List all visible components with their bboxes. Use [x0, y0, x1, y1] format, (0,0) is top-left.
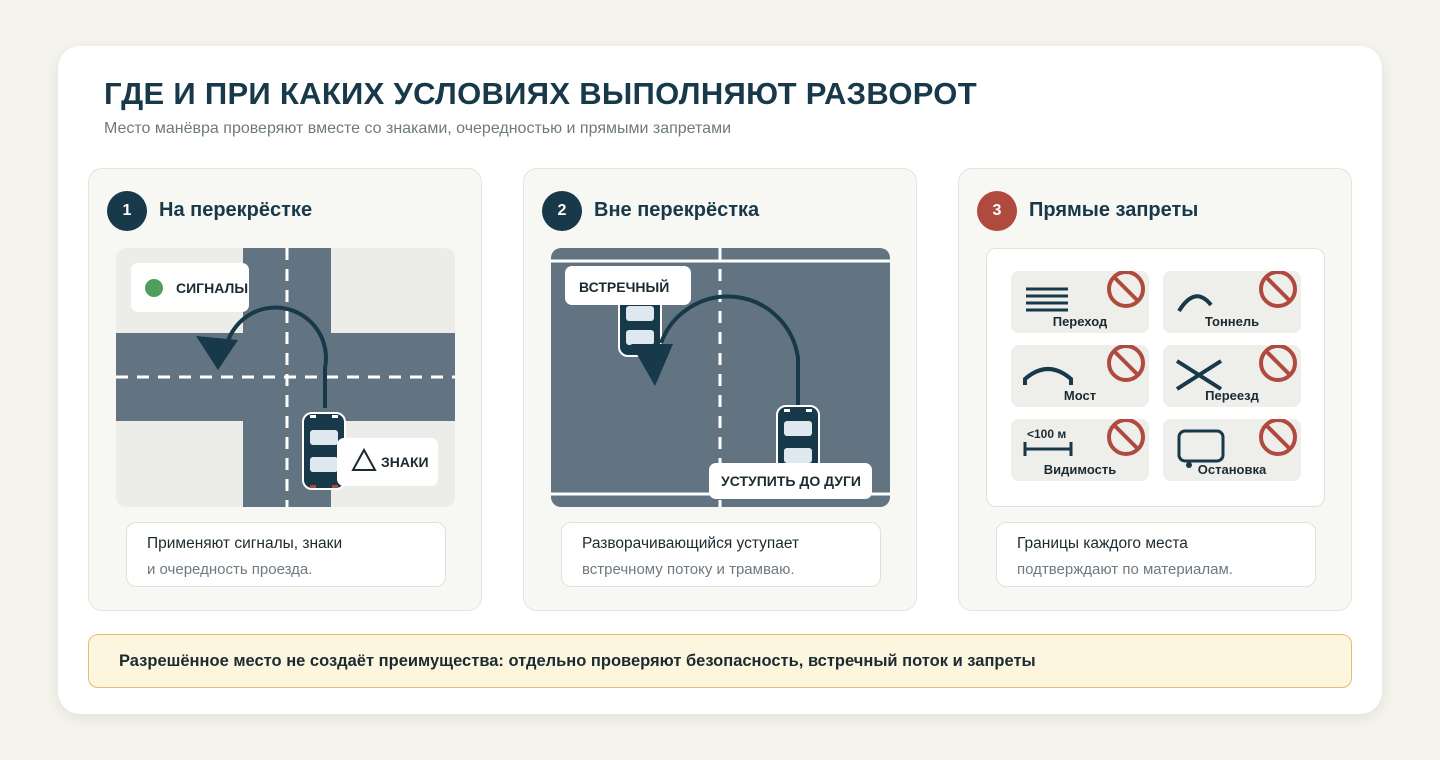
svg-text:УСТУПИТЬ ДО ДУГИ: УСТУПИТЬ ДО ДУГИ	[721, 473, 861, 489]
bus-stop-icon	[1177, 429, 1225, 468]
svg-text:<100 м: <100 м	[1027, 427, 1066, 441]
prohibition-icon	[1107, 419, 1145, 456]
note-prohibitions: Границы каждого места подтверждают по ма…	[996, 522, 1316, 587]
railway-crossing-icon	[1175, 359, 1223, 391]
ban-item-visibility: <100 м Видимость	[1011, 419, 1149, 481]
svg-text:СИГНАЛЫ: СИГНАЛЫ	[176, 280, 248, 296]
panel-intersection: 1 На перекрёстке	[88, 168, 482, 611]
green-signal-icon	[145, 279, 163, 297]
panel-outside-intersection: 2 Вне перекрёстка	[523, 168, 917, 611]
step-badge-3: 3	[977, 191, 1017, 231]
panel-prohibitions: 3 Прямые запреты Переход	[958, 168, 1352, 611]
step-badge-2: 2	[542, 191, 582, 231]
page-title: ГДЕ И ПРИ КАКИХ УСЛОВИЯХ ВЫПОЛНЯЮТ РАЗВО…	[104, 76, 977, 111]
svg-text:ВСТРЕЧНЫЙ: ВСТРЕЧНЫЙ	[579, 278, 669, 295]
step-badge-1: 1	[107, 191, 147, 231]
panel-title-prohibitions: Прямые запреты	[1029, 199, 1199, 221]
panel-title-intersection: На перекрёстке	[159, 199, 313, 221]
prohibitions-grid: Переход Тоннель	[986, 248, 1325, 507]
ban-item-bridge: Мост	[1011, 345, 1149, 407]
signals-label: СИГНАЛЫ	[131, 263, 249, 312]
panel-title-outside: Вне перекрёстка	[594, 199, 760, 221]
u-turn-arrow	[659, 294, 800, 408]
bridge-icon	[1023, 367, 1073, 385]
note-outside: Разворачивающийся уступает встречному по…	[561, 522, 881, 587]
ban-item-tunnel: Тоннель	[1163, 271, 1301, 333]
yield-label: УСТУПИТЬ ДО ДУГИ	[709, 463, 872, 499]
ban-item-crosswalk: Переход	[1011, 271, 1149, 333]
svg-text:ЗНАКИ: ЗНАКИ	[381, 454, 429, 470]
car-icon	[302, 412, 346, 490]
signs-label: ЗНАКИ	[337, 438, 438, 486]
oncoming-label: ВСТРЕЧНЫЙ	[565, 266, 691, 305]
prohibition-icon	[1107, 271, 1145, 308]
arrow-head	[631, 344, 673, 386]
intersection-diagram: СИГНАЛЫ ЗНАКИ	[116, 248, 455, 507]
prohibition-icon	[1107, 345, 1145, 382]
ban-item-railway: Переезд	[1163, 345, 1301, 407]
u-turn-arrow	[218, 305, 328, 408]
note-intersection: Применяют сигналы, знаки и очередность п…	[126, 522, 446, 587]
ban-item-bus-stop: Остановка	[1163, 419, 1301, 481]
prohibition-icon	[1259, 271, 1297, 308]
tunnel-icon	[1177, 294, 1213, 313]
warning-triangle-icon	[351, 447, 377, 471]
page-subtitle: Место манёвра проверяют вместе со знакам…	[104, 120, 732, 137]
visibility-icon	[1023, 442, 1073, 456]
crosswalk-icon	[1026, 287, 1068, 312]
footer-warning: Разрешённое место не создаёт преимуществ…	[88, 634, 1352, 688]
prohibition-icon	[1259, 419, 1297, 456]
prohibition-icon	[1259, 345, 1297, 382]
arrow-head	[196, 336, 238, 370]
road-diagram: ВСТРЕЧНЫЙ УСТУПИТЬ ДО ДУГИ	[551, 248, 890, 507]
